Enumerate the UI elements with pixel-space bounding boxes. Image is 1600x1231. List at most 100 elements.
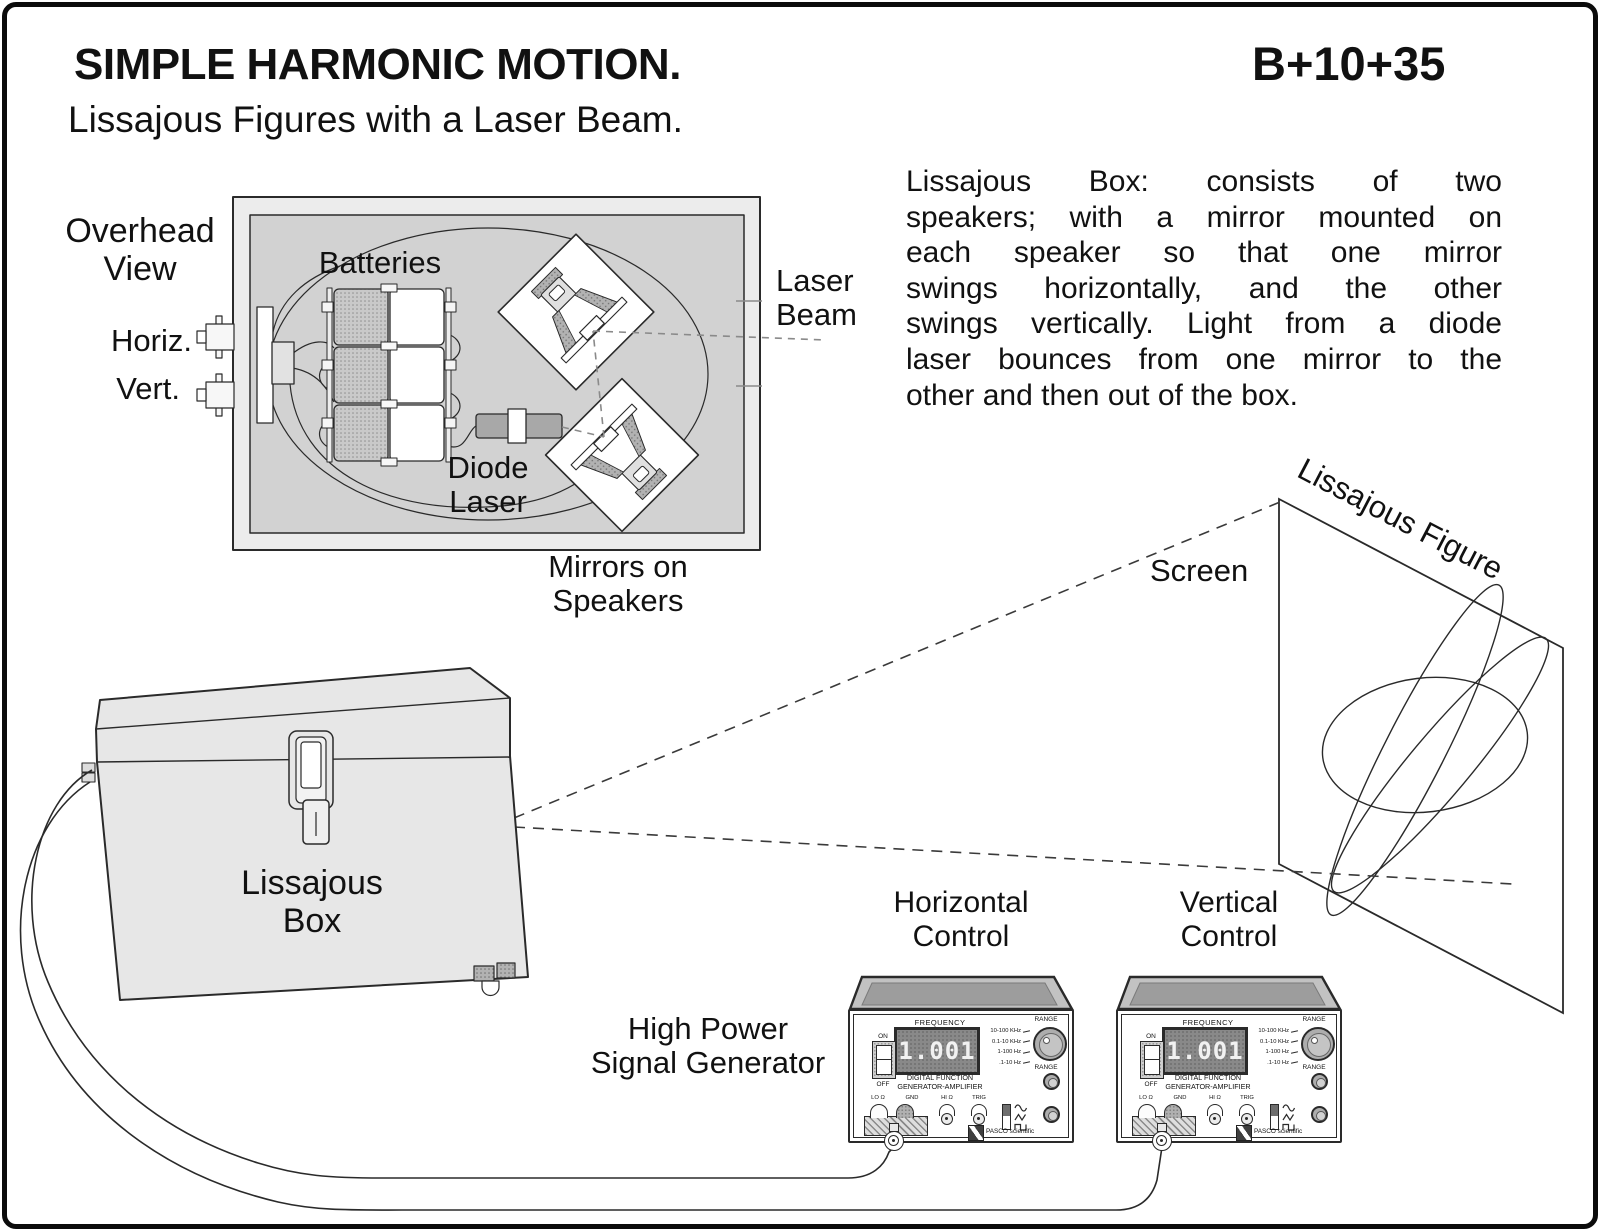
fine-range-knob[interactable] <box>1043 1073 1060 1090</box>
triangle-wave-icon <box>1282 1113 1295 1122</box>
brand-text: PASCO scientific <box>986 1128 1035 1135</box>
range-scale-row: 0.1-10 KHz <box>1228 1037 1299 1048</box>
connector-plate <box>256 306 295 424</box>
square-wave-icon <box>1282 1123 1295 1131</box>
generator-top-face <box>1116 975 1342 1011</box>
frequency-label: FREQUENCY <box>914 1018 966 1027</box>
device-name-line1: DIGITAL FUNCTION <box>906 1073 974 1082</box>
pasco-logo-icon <box>968 1125 984 1141</box>
gnd-label: GND <box>1173 1095 1187 1101</box>
caption-line1: High Power <box>627 1011 789 1046</box>
overhead-view-label: Overhead View <box>58 212 222 288</box>
range-knob[interactable] <box>1301 1027 1335 1061</box>
hi-ohm-label: HI Ω <box>941 1095 953 1101</box>
jack-ring-icon <box>973 1113 985 1125</box>
lo-ohm-label: LO Ω <box>871 1095 885 1101</box>
panel-inner-border <box>853 1014 1069 1138</box>
frequency-display: 1.001 <box>894 1027 980 1075</box>
waveform-icons <box>1282 1104 1296 1131</box>
description-line: other and then out of the box. <box>906 378 1298 412</box>
triangle-wave-icon <box>1014 1113 1027 1122</box>
range-scale-label: .1-10 Hz <box>1267 1059 1289 1066</box>
horizontal-control-title: Horizontal Control <box>848 886 1074 954</box>
horiz-jack-label: Horiz. <box>111 323 192 358</box>
amplitude-knob[interactable] <box>1043 1106 1060 1123</box>
range-scale-row: 1-100 Hz <box>1228 1047 1299 1058</box>
batteries-label: Batteries <box>318 245 442 280</box>
trig-jack[interactable] <box>971 1104 987 1130</box>
horizontal-control-title-line2: Control <box>912 920 1010 953</box>
frequency-value: 1.001 <box>898 1037 976 1065</box>
range-scale-row: 10-100 KHz <box>1228 1026 1299 1037</box>
lissajous-box-drawing <box>81 667 529 1001</box>
gnd-jack[interactable] <box>1164 1104 1182 1118</box>
lissajous-box-label-line1: Lissajous <box>241 864 383 902</box>
power-rocker[interactable] <box>1144 1045 1160 1075</box>
fine-range-knob[interactable] <box>1311 1073 1328 1090</box>
power-switch[interactable] <box>1140 1041 1164 1079</box>
beam-exit-ticks <box>736 300 762 387</box>
description-line: laser bounces from one mirror to the <box>906 342 1502 376</box>
description-line: swings horizontally, and the other <box>906 271 1502 305</box>
frequency-display: 1.001 <box>1162 1027 1248 1075</box>
waveform-selector[interactable] <box>1002 1104 1011 1130</box>
jack-ring-icon <box>1209 1113 1221 1125</box>
lo-ohm-jack[interactable] <box>870 1104 888 1118</box>
on-label: ON <box>878 1033 888 1040</box>
waveform-selector[interactable] <box>1270 1104 1279 1130</box>
trig-label: TRIG <box>1240 1095 1254 1101</box>
description-line: swings vertically. Light from a diode <box>906 307 1502 341</box>
power-rocker[interactable] <box>876 1045 892 1075</box>
laser-beam-projection <box>513 501 1513 885</box>
range-label-bottom: RANGE <box>1034 1064 1058 1071</box>
description-line: speakers; with a mirror mounted on <box>906 200 1502 234</box>
on-label: ON <box>1146 1033 1156 1040</box>
frequency-value: 1.001 <box>1166 1037 1244 1065</box>
description-line: each speaker so that one mirror <box>906 236 1502 270</box>
diode-laser-label-line2: Laser <box>449 484 527 519</box>
off-label: OFF <box>1144 1081 1158 1088</box>
output-plug[interactable] <box>1152 1131 1172 1151</box>
panel-inner-border <box>1121 1014 1337 1138</box>
description-line: Lissajous Box: consists of two <box>906 165 1502 198</box>
lo-ohm-jack[interactable] <box>1138 1104 1156 1118</box>
tick-icon <box>1290 1051 1299 1054</box>
knob-pointer-icon <box>1311 1037 1318 1044</box>
generator-top-face <box>848 975 1074 1011</box>
range-label-bottom: RANGE <box>1302 1064 1326 1071</box>
caption-line2: Signal Generator <box>590 1045 826 1080</box>
lo-ohm-label: LO Ω <box>1139 1095 1153 1101</box>
amplitude-knob[interactable] <box>1311 1106 1328 1123</box>
range-scale-label: 1-100 Hz <box>997 1049 1021 1056</box>
range-scale: 10-100 KHz 0.1-10 KHz 1-100 Hz .1-10 Hz <box>960 1026 1031 1069</box>
output-plug[interactable] <box>884 1131 904 1151</box>
tick-icon <box>1022 1040 1031 1043</box>
gnd-jack[interactable] <box>896 1104 914 1118</box>
diode-laser <box>475 408 563 444</box>
horizontal-control-title-line1: Horizontal <box>893 886 1029 919</box>
vertical-control-title-line2: Control <box>1180 920 1278 953</box>
pasco-logo-icon <box>1236 1125 1252 1141</box>
range-scale-row: .1-10 Hz <box>1228 1058 1299 1069</box>
hi-ohm-jack[interactable] <box>1207 1104 1223 1130</box>
bnc-vertical <box>196 373 235 417</box>
range-knob[interactable] <box>1033 1027 1067 1061</box>
laser-beam-label: Laser Beam <box>776 264 857 332</box>
overhead-view-label-line1: Overhead <box>65 212 215 250</box>
knob-pointer-icon <box>1043 1037 1050 1044</box>
hi-ohm-jack[interactable] <box>939 1104 955 1130</box>
tick-icon <box>1290 1040 1299 1043</box>
vert-jack-label: Vert. <box>116 371 180 406</box>
sine-wave-icon <box>1014 1104 1028 1112</box>
power-switch[interactable] <box>872 1041 896 1079</box>
gnd-label: GND <box>905 1095 919 1101</box>
trig-jack[interactable] <box>1239 1104 1255 1130</box>
range-scale-row: 10-100 KHz <box>960 1026 1031 1037</box>
tick-icon <box>1290 1030 1299 1033</box>
range-label-top: RANGE <box>1034 1016 1058 1023</box>
description-paragraph: Lissajous Box: consists of two speakers;… <box>906 164 1502 413</box>
range-scale-row: .1-10 Hz <box>960 1058 1031 1069</box>
generator-front-panel: FREQUENCY 1.001 ON OFF RANGE 10-100 KHz … <box>1116 1009 1342 1143</box>
